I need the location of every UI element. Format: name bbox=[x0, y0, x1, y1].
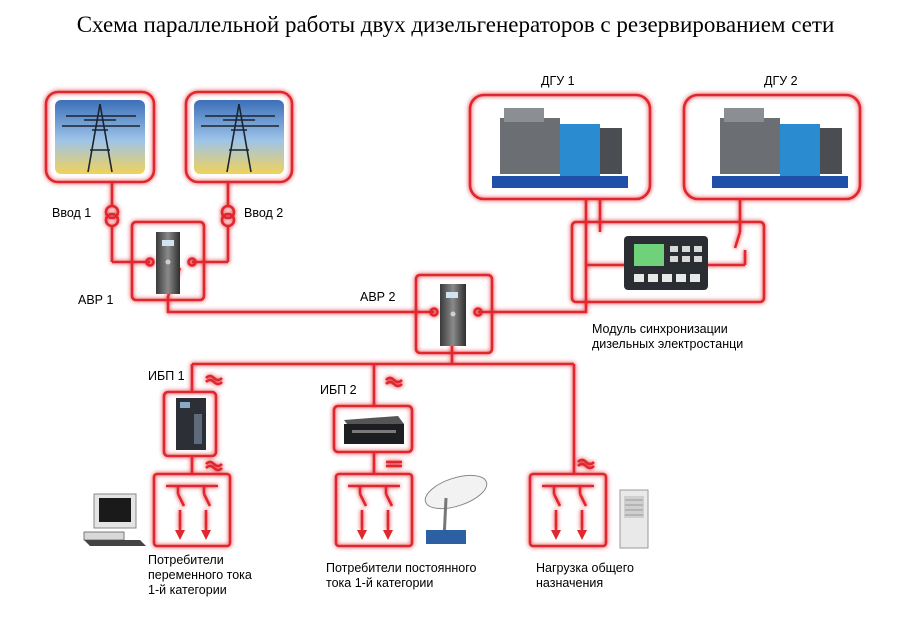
consumers-dc-line2: тока 1-й категории bbox=[326, 576, 434, 590]
consumers-dc-label: Потребители постоянного тока 1-й категор… bbox=[326, 561, 476, 591]
ups-1-label: ИБП 1 bbox=[148, 369, 185, 383]
ac-symbol-ups1-out bbox=[205, 460, 223, 468]
consumers-general-line2: назначения bbox=[536, 576, 604, 590]
ac-symbol-ups1-in bbox=[205, 374, 223, 382]
board-general-breakers bbox=[542, 484, 594, 530]
consumers-ac-label: Потребители переменного тока 1-й категор… bbox=[148, 553, 252, 598]
grid-input-2-frame bbox=[184, 90, 294, 184]
ac-symbol-ups2-in bbox=[385, 376, 403, 384]
grid-input-1-frame bbox=[44, 90, 156, 184]
sync-controller-picture bbox=[624, 236, 708, 290]
sync-module-label-line1: Модуль синхронизации bbox=[592, 322, 728, 336]
input-1-label: Ввод 1 bbox=[52, 206, 92, 220]
ups-2-picture bbox=[344, 416, 404, 444]
genset-picture-2 bbox=[712, 108, 848, 188]
ups-2-label: ИБП 2 bbox=[320, 383, 357, 397]
satellite-dish-picture bbox=[424, 474, 488, 544]
consumers-general-label: Нагрузка общего назначения bbox=[536, 561, 634, 591]
consumers-ac-line1: Потребители bbox=[148, 553, 224, 567]
ats-1-cabinet bbox=[156, 232, 180, 294]
power-line-picture-2 bbox=[194, 100, 284, 174]
power-line-picture-1 bbox=[55, 100, 145, 174]
ats-2-label: АВР 2 bbox=[360, 290, 396, 304]
board-dc-breakers bbox=[348, 484, 400, 530]
sync-module-label: Модуль синхронизации дизельных электрост… bbox=[592, 322, 743, 352]
sync-module-frame bbox=[570, 220, 766, 304]
gen-2-frame bbox=[682, 93, 862, 201]
load-arrows bbox=[175, 530, 587, 540]
generator-1-label: ДГУ 1 bbox=[541, 74, 575, 88]
consumers-dc-line1: Потребители постоянного bbox=[326, 561, 477, 575]
ac-symbol-general bbox=[577, 458, 595, 466]
ats-2-cabinet bbox=[440, 284, 466, 346]
genset-picture-1 bbox=[492, 108, 628, 188]
wiring bbox=[44, 90, 862, 548]
ats-2-frame bbox=[414, 273, 494, 355]
diagram-title: Схема параллельной работы двух дизельген… bbox=[76, 12, 835, 37]
ats-1-label: АВР 1 bbox=[78, 293, 114, 307]
board-ac-breakers bbox=[166, 484, 218, 530]
ups-1-picture bbox=[176, 398, 206, 450]
ups-1-frame bbox=[162, 390, 218, 458]
board-general-frame bbox=[528, 472, 608, 548]
sync-module-label-line2: дизельных электростанци bbox=[592, 337, 744, 351]
computer-picture bbox=[83, 493, 146, 546]
consumers-general-line1: Нагрузка общего bbox=[536, 561, 634, 575]
general-load-cabinet-picture bbox=[619, 489, 649, 549]
gen-1-frame bbox=[468, 93, 652, 201]
input-2-label: Ввод 2 bbox=[244, 206, 284, 220]
consumers-ac-line2: переменного тока bbox=[148, 568, 252, 582]
consumers-ac-line3: 1-й категории bbox=[148, 583, 227, 597]
generator-2-label: ДГУ 2 bbox=[764, 74, 798, 88]
